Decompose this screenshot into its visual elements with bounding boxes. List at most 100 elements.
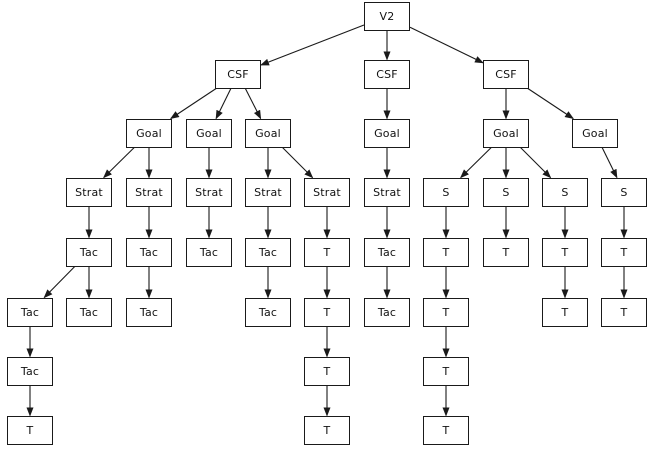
tree-node-t13: T <box>304 415 350 445</box>
tree-node-t14: T <box>423 415 469 445</box>
tree-node-label: Goal <box>582 126 608 140</box>
tree-node-label: Goal <box>255 126 281 140</box>
tree-node-label: S <box>442 185 450 199</box>
edge-goal1-strat1 <box>103 147 135 179</box>
edge-csf1-goal1 <box>170 88 217 120</box>
tree-node-label: T <box>561 305 569 319</box>
tree-node-t2: T <box>423 237 469 267</box>
tree-node-s3: S <box>542 177 588 207</box>
tree-node-tac6: Tac <box>7 297 53 327</box>
tree-node-label: T <box>561 245 569 259</box>
tree-node-tac8: Tac <box>126 297 172 327</box>
tree-node-label: T <box>26 423 34 437</box>
tree-node-label: Goal <box>493 126 519 140</box>
tree-node-s4: S <box>601 177 647 207</box>
tree-node-label: Strat <box>75 185 103 199</box>
tree-node-s1: S <box>423 177 469 207</box>
tree-node-tac1: Tac <box>66 237 112 267</box>
tree-node-tac2: Tac <box>126 237 172 267</box>
tree-node-t12: T <box>7 415 53 445</box>
edge-goal5-s3 <box>520 147 552 179</box>
tree-node-label: T <box>442 364 450 378</box>
edge-goal6-s4 <box>601 147 618 179</box>
tree-node-strat1: Strat <box>66 177 112 207</box>
edge-csf3-goal6 <box>527 88 574 120</box>
edge-v2-csf3 <box>409 26 484 64</box>
tree-node-t4: T <box>542 237 588 267</box>
tree-node-t9: T <box>601 297 647 327</box>
tree-node-label: Strat <box>195 185 223 199</box>
tree-node-label: Tac <box>139 305 159 319</box>
tree-node-label: Strat <box>313 185 341 199</box>
tree-node-tac9: Tac <box>245 297 291 327</box>
tree-node-goal2: Goal <box>186 118 232 148</box>
tree-node-t5: T <box>601 237 647 267</box>
tree-node-tac3: Tac <box>186 237 232 267</box>
tree-node-tac4: Tac <box>245 237 291 267</box>
tree-node-label: T <box>442 245 450 259</box>
tree-node-label: S <box>561 185 569 199</box>
tree-node-label: T <box>323 423 331 437</box>
tree-node-label: T <box>442 423 450 437</box>
tree-node-label: Tac <box>377 245 397 259</box>
tree-node-strat3: Strat <box>186 177 232 207</box>
tree-node-goal4: Goal <box>364 118 410 148</box>
tree-node-label: Tac <box>79 245 99 259</box>
tree-node-csf3: CSF <box>483 59 529 89</box>
tree-node-label: Tac <box>258 245 278 259</box>
tree-node-label: Tac <box>20 305 40 319</box>
tree-node-label: Tac <box>199 245 219 259</box>
tree-node-goal5: Goal <box>483 118 529 148</box>
tree-node-strat5: Strat <box>304 177 350 207</box>
tree-node-csf1: CSF <box>215 59 261 89</box>
tree-node-label: Tac <box>377 305 397 319</box>
tree-node-label: S <box>620 185 628 199</box>
edges-group <box>26 24 628 417</box>
tree-node-label: T <box>502 245 510 259</box>
tree-node-csf2: CSF <box>364 59 410 89</box>
tree-node-label: T <box>323 364 331 378</box>
tree-node-tac10: Tac <box>364 297 410 327</box>
tree-node-label: CSF <box>495 67 517 81</box>
tree-node-label: CSF <box>376 67 398 81</box>
tree-node-tac11: Tac <box>7 356 53 386</box>
tree-node-t11: T <box>423 356 469 386</box>
tree-node-t1: T <box>304 237 350 267</box>
tree-node-label: Goal <box>136 126 162 140</box>
edge-csf1-goal2 <box>215 88 232 120</box>
tree-node-label: Strat <box>135 185 163 199</box>
tree-node-label: S <box>502 185 510 199</box>
tree-node-tac5: Tac <box>364 237 410 267</box>
tree-node-t10: T <box>304 356 350 386</box>
edge-tac1-tac6 <box>43 266 76 299</box>
edge-csf1-goal3 <box>244 88 262 120</box>
tree-node-label: V2 <box>379 9 395 23</box>
tree-node-t8: T <box>542 297 588 327</box>
edge-v2-csf1 <box>260 24 365 66</box>
tree-node-goal1: Goal <box>126 118 172 148</box>
tree-node-s2: S <box>483 177 529 207</box>
tree-node-label: Goal <box>196 126 222 140</box>
tree-node-t7: T <box>423 297 469 327</box>
tree-node-tac7: Tac <box>66 297 112 327</box>
tree-node-label: T <box>620 305 628 319</box>
tree-node-strat6: Strat <box>364 177 410 207</box>
tree-node-label: T <box>323 245 331 259</box>
edge-goal5-s1 <box>460 147 492 179</box>
tree-node-label: Strat <box>373 185 401 199</box>
tree-node-label: CSF <box>227 67 249 81</box>
tree-node-strat2: Strat <box>126 177 172 207</box>
tree-node-label: Tac <box>139 245 159 259</box>
edge-goal3-strat5 <box>282 147 314 179</box>
tree-node-label: Strat <box>254 185 282 199</box>
tree-node-label: Goal <box>374 126 400 140</box>
tree-node-t6: T <box>304 297 350 327</box>
tree-node-goal6: Goal <box>572 118 618 148</box>
tree-node-label: T <box>323 305 331 319</box>
tree-node-t3: T <box>483 237 529 267</box>
tree-node-label: Tac <box>20 364 40 378</box>
tree-node-goal3: Goal <box>245 118 291 148</box>
tree-node-label: T <box>442 305 450 319</box>
